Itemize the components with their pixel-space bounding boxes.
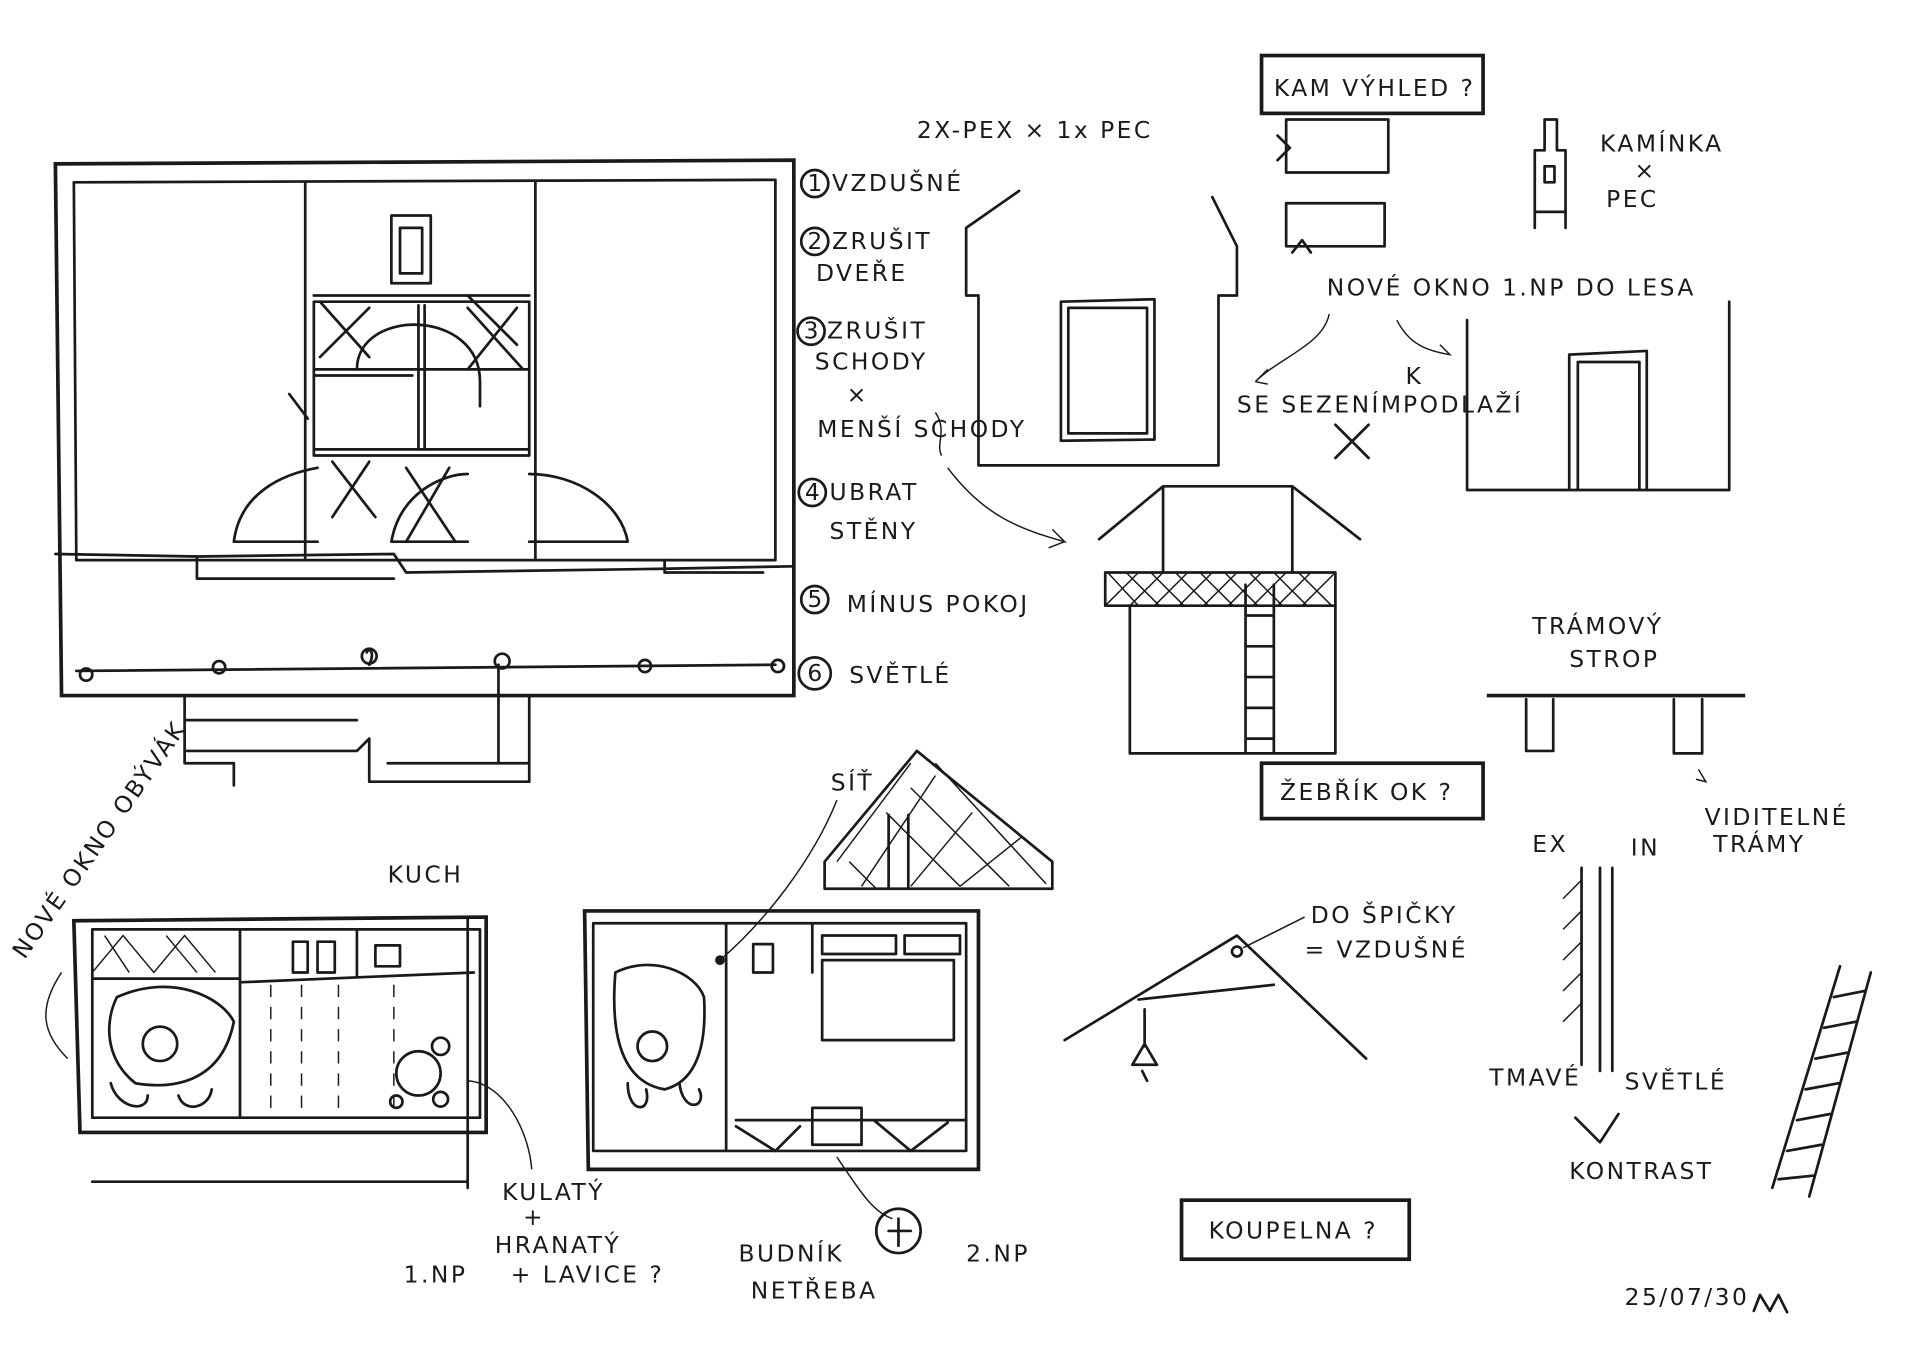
to-peak-label: = VZDUŠNÉ bbox=[1305, 936, 1468, 964]
note-number: 3 bbox=[804, 317, 821, 345]
note-number: 5 bbox=[807, 585, 824, 613]
bathroom-question-label: KOUPELNA ? bbox=[1209, 1216, 1378, 1244]
kaminka-label: PEC bbox=[1606, 185, 1659, 213]
beam-ceiling-label: STROP bbox=[1569, 645, 1659, 673]
table-options-label: HRANATÝ bbox=[495, 1231, 621, 1259]
note-text: × bbox=[847, 381, 869, 409]
contrast-label: KONTRAST bbox=[1569, 1157, 1713, 1185]
ground-floor-plan: NOVÉ OKNO OBÝVÁK KUCH KULATÝ + HRANATÝ +… bbox=[7, 715, 665, 1289]
stove-option-label: 2X-PEX × 1x PEC bbox=[917, 116, 1153, 144]
signature bbox=[1752, 1293, 1789, 1314]
roof-peak-sketch: DO ŠPIČKY = VZDUŠNÉ KOUPELNA ? bbox=[1063, 901, 1468, 1262]
note-text: UBRAT bbox=[830, 478, 919, 506]
note-text: SCHODY bbox=[815, 347, 928, 375]
note-text: VZDUŠNÉ bbox=[832, 169, 963, 197]
note-text: MÍNUS POKOJ bbox=[847, 590, 1030, 618]
note-number: 4 bbox=[805, 478, 822, 506]
table-options-label: + bbox=[523, 1203, 545, 1231]
section-ladder: ŽEBŘÍK OK ? bbox=[1097, 484, 1485, 821]
beam-ceiling-sketch: TRÁMOVÝ STROP VIDITELNÉ TRÁMY EX IN TMAV… bbox=[1486, 612, 1849, 1185]
note-text: MENŠÍ SCHODY bbox=[817, 415, 1026, 443]
date-label: 25/07/30 bbox=[1625, 1283, 1750, 1311]
exterior-label: EX bbox=[1532, 830, 1568, 858]
numbered-notes: 1 VZDUŠNÉ 2 ZRUŠIT DVEŘE 3 ZRUŠIT SCHODY… bbox=[796, 168, 1068, 691]
to-floor-label: PODLAŽÍ bbox=[1403, 390, 1523, 418]
interior-label: IN bbox=[1631, 834, 1660, 862]
light-label: SVĚTLÉ bbox=[1625, 1067, 1727, 1095]
table-options-label: KULATÝ bbox=[502, 1178, 605, 1206]
kaminka-label: KAMÍNKA bbox=[1600, 130, 1724, 158]
note-text: STĚNY bbox=[830, 517, 918, 545]
bathroom-question-box bbox=[1179, 1198, 1412, 1262]
ladder-question-label: ŽEBŘÍK OK ? bbox=[1280, 778, 1453, 806]
alarm-label: NETŘEBA bbox=[751, 1277, 878, 1305]
note-text: ZRUŠIT bbox=[832, 227, 932, 255]
kitchen-label: KUCH bbox=[388, 861, 464, 889]
net-label: SÍŤ bbox=[831, 768, 874, 796]
note-text: SVĚTLÉ bbox=[849, 661, 951, 689]
net-sketch: SÍŤ bbox=[719, 749, 1054, 961]
with-seating-label: SE SEZENÍM bbox=[1237, 390, 1404, 418]
view-question-box bbox=[1259, 53, 1485, 116]
dark-label: TMAVÉ bbox=[1488, 1064, 1581, 1092]
alarm-label: BUDNÍK bbox=[738, 1240, 844, 1268]
new-window-living-label: NOVÉ OKNO OBÝVÁK bbox=[7, 715, 192, 963]
table-options-label: + LAVICE ? bbox=[511, 1261, 665, 1289]
to-floor-label: K bbox=[1406, 362, 1424, 390]
note-text: ZRUŠIT bbox=[827, 317, 927, 345]
visible-beams-label: VIDITELNÉ bbox=[1705, 803, 1849, 831]
beam-ceiling-label: TRÁMOVÝ bbox=[1531, 612, 1663, 640]
upper-floor-plan: BUDNÍK NETŘEBA 2.NP bbox=[582, 909, 1030, 1305]
new-window-label: NOVÉ OKNO 1.NP DO LESA bbox=[1327, 274, 1696, 302]
note-number: 6 bbox=[807, 659, 824, 687]
ladder-question-box bbox=[1259, 761, 1485, 821]
note-text: DVEŘE bbox=[816, 259, 908, 287]
visible-beams-label: TRÁMY bbox=[1712, 830, 1805, 858]
view-question-label: KAM VÝHLED ? bbox=[1274, 74, 1476, 102]
kaminka-label: × bbox=[1634, 157, 1656, 185]
note-number: 2 bbox=[807, 227, 824, 255]
note-number: 1 bbox=[807, 169, 824, 197]
ladder-sketch bbox=[1770, 964, 1873, 1198]
floor2-label: 2.NP bbox=[966, 1240, 1030, 1268]
to-peak-label: DO ŠPIČKY bbox=[1311, 901, 1458, 929]
main-floor-plan bbox=[53, 158, 796, 787]
floor1-label: 1.NP bbox=[404, 1261, 468, 1289]
facade-sketch: 2X-PEX × 1x PEC KAM VÝHLED ? KAMÍNKA × P… bbox=[917, 53, 1731, 492]
